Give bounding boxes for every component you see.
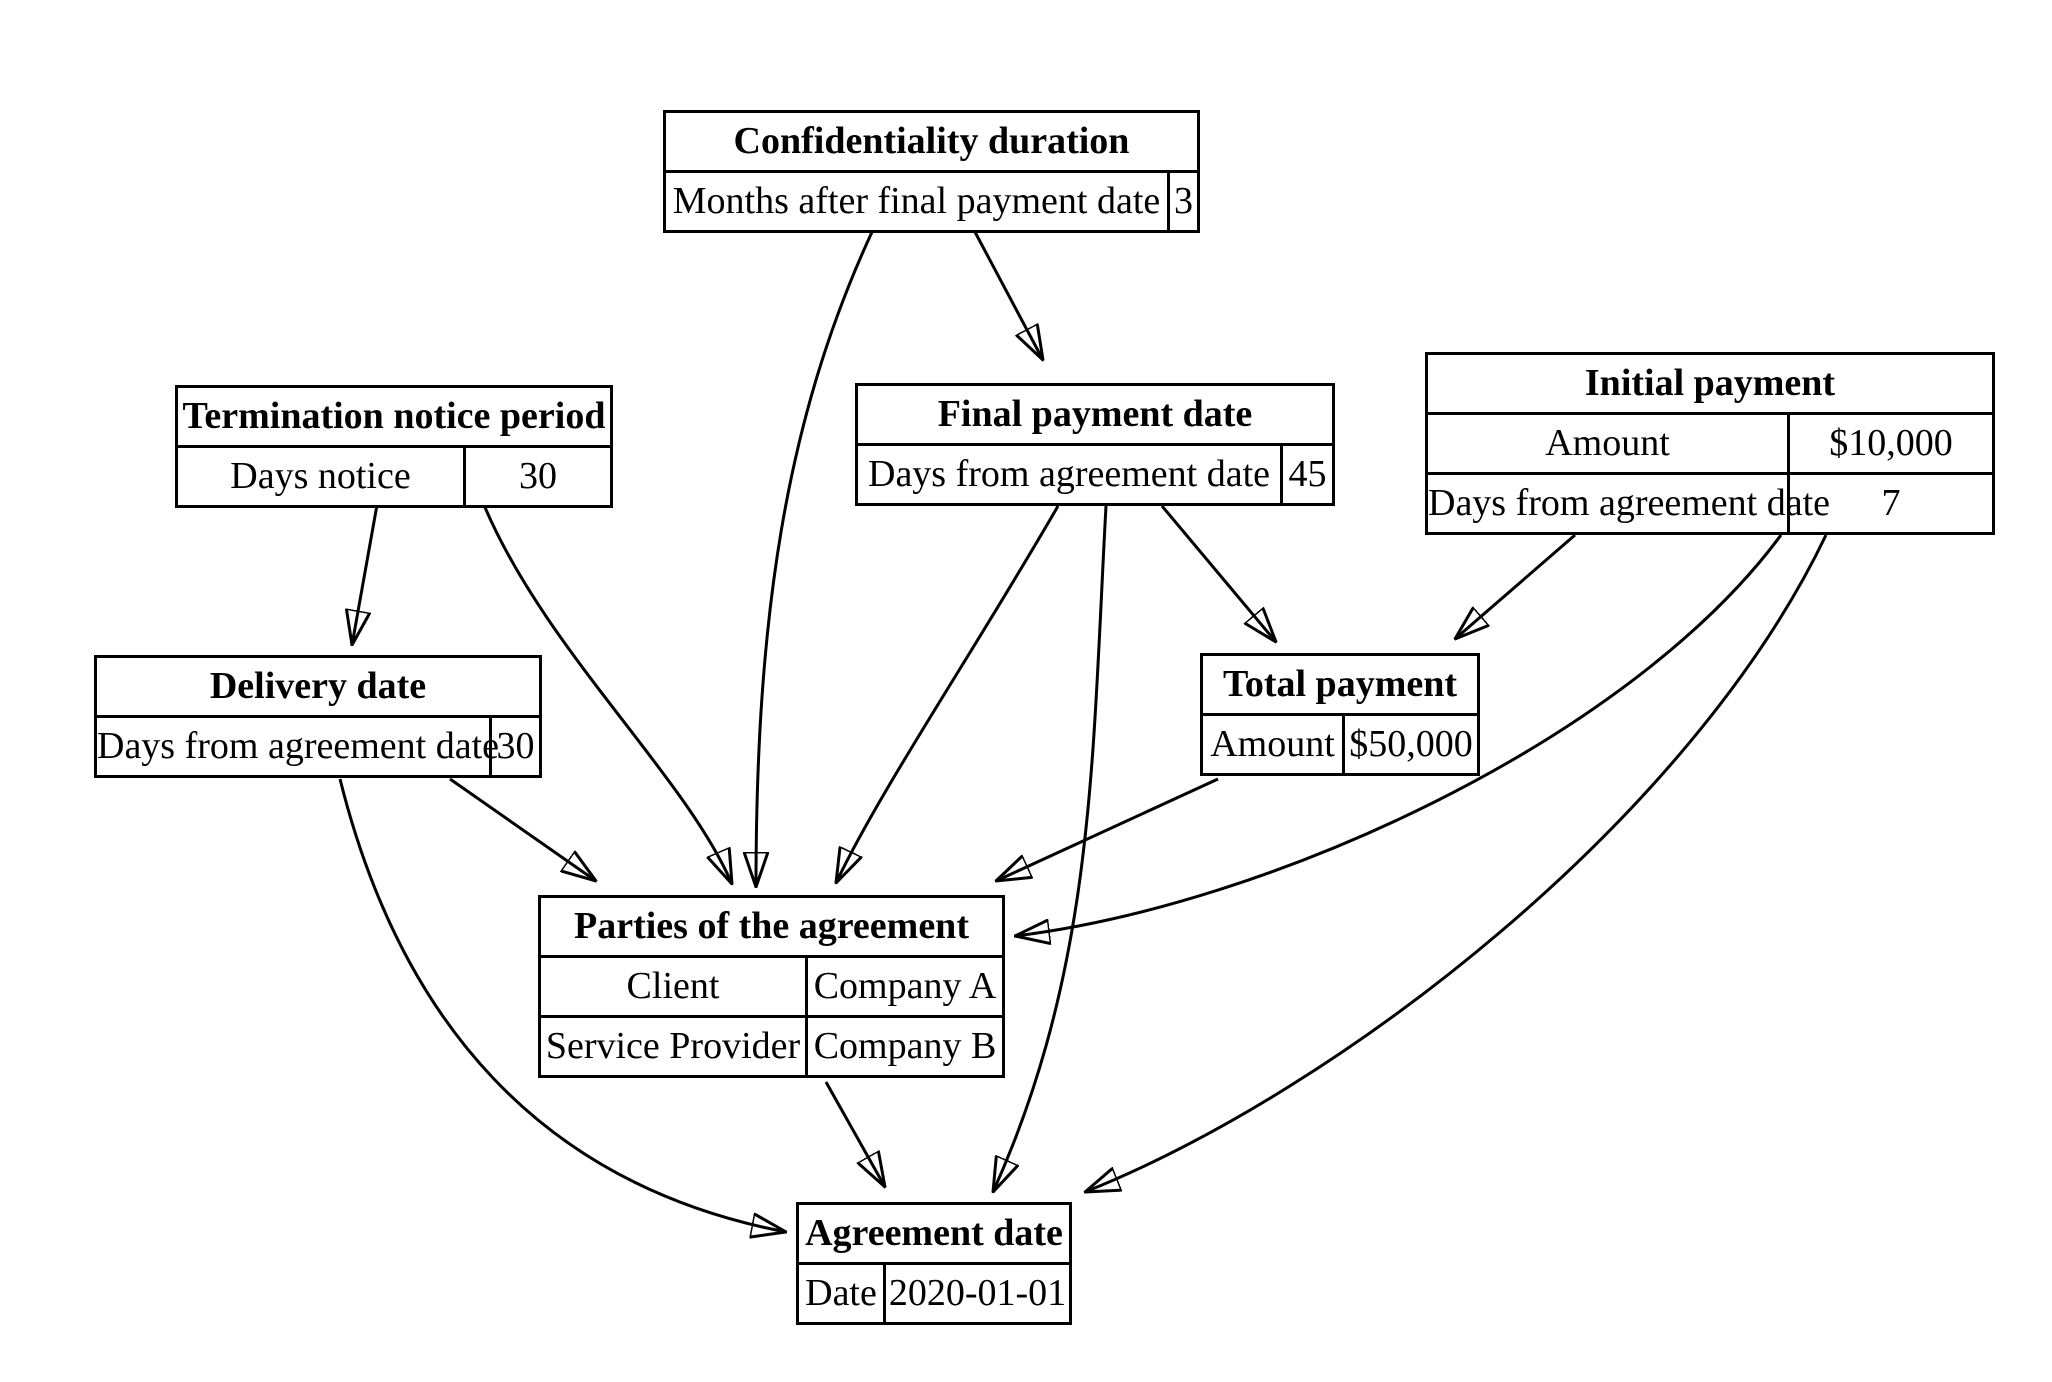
node-field-row: Days notice 30 bbox=[178, 448, 610, 505]
edge-initial-payment-to-agreement-date bbox=[1085, 534, 1828, 1192]
field-label: Service Provider bbox=[541, 1018, 808, 1075]
node-termination-notice-period: Termination notice period Days notice 30 bbox=[175, 385, 613, 508]
node-field-row: Service Provider Company B bbox=[541, 1015, 1002, 1075]
field-value: 30 bbox=[519, 455, 557, 497]
edge-termination-notice-period-to-parties bbox=[482, 504, 732, 884]
field-label: Date bbox=[799, 1265, 886, 1322]
edge-final-payment-date-to-parties bbox=[836, 505, 1060, 883]
field-label: Amount bbox=[1428, 415, 1790, 472]
node-field-row: Date 2020-01-01 bbox=[799, 1265, 1069, 1322]
node-field-row: Days from agreement date 30 bbox=[97, 718, 539, 775]
edge-initial-payment-to-total-payment bbox=[1455, 533, 1576, 639]
field-value: $10,000 bbox=[1829, 422, 1953, 464]
field-label: Months after final payment date bbox=[666, 173, 1170, 230]
edge-final-payment-date-to-total-payment bbox=[1160, 505, 1276, 642]
node-field-row: Days from agreement date 45 bbox=[858, 446, 1332, 503]
edge-confidentiality-duration-to-final-payment-date bbox=[973, 231, 1043, 360]
field-label: Client bbox=[541, 958, 808, 1015]
node-final-payment-date: Final payment date Days from agreement d… bbox=[855, 383, 1335, 506]
field-label: Days from agreement date bbox=[97, 718, 499, 775]
field-value: Company A bbox=[813, 965, 997, 1007]
edge-total-payment-to-parties bbox=[996, 777, 1219, 881]
field-value: 45 bbox=[1288, 453, 1327, 495]
field-label: Days notice bbox=[178, 448, 466, 505]
field-value: 2020-01-01 bbox=[888, 1272, 1067, 1314]
field-label: Days from agreement date bbox=[1428, 475, 1830, 532]
node-total-payment: Total payment Amount $50,000 bbox=[1200, 653, 1480, 776]
node-agreement-date: Agreement date Date 2020-01-01 bbox=[796, 1202, 1072, 1325]
edge-delivery-date-to-parties bbox=[449, 777, 596, 881]
node-title: Confidentiality duration bbox=[666, 113, 1197, 173]
field-value: 7 bbox=[1881, 482, 1901, 524]
edge-parties-to-agreement-date bbox=[824, 1081, 885, 1187]
field-value: 30 bbox=[496, 725, 535, 767]
node-field-row: Amount $10,000 bbox=[1428, 415, 1992, 472]
node-title: Termination notice period bbox=[178, 388, 610, 448]
field-value: $50,000 bbox=[1349, 723, 1473, 765]
node-initial-payment: Initial payment Amount $10,000 Days from… bbox=[1425, 352, 1995, 535]
field-value: 3 bbox=[1174, 180, 1193, 222]
node-title: Total payment bbox=[1203, 656, 1477, 716]
edge-final-payment-date-to-agreement-date bbox=[993, 505, 1108, 1192]
node-field-row: Amount $50,000 bbox=[1203, 716, 1477, 773]
field-value: Company B bbox=[813, 1025, 997, 1067]
node-title: Delivery date bbox=[97, 658, 539, 718]
edge-termination-notice-period-to-delivery-date bbox=[352, 504, 379, 645]
field-label: Amount bbox=[1203, 716, 1345, 773]
edge-confidentiality-duration-to-parties bbox=[756, 231, 874, 887]
edge-initial-payment-to-parties bbox=[1015, 534, 1783, 936]
node-field-row: Months after final payment date 3 bbox=[666, 173, 1197, 230]
node-title: Agreement date bbox=[799, 1205, 1069, 1265]
node-title: Final payment date bbox=[858, 386, 1332, 446]
node-title: Initial payment bbox=[1428, 355, 1992, 415]
node-confidentiality-duration: Confidentiality duration Months after fi… bbox=[663, 110, 1200, 233]
node-title: Parties of the agreement bbox=[541, 898, 1002, 958]
field-label: Days from agreement date bbox=[858, 446, 1283, 503]
node-field-row: Client Company A bbox=[541, 958, 1002, 1015]
node-parties-of-the-agreement: Parties of the agreement Client Company … bbox=[538, 895, 1005, 1078]
node-field-row: Days from agreement date 7 bbox=[1428, 472, 1992, 532]
node-delivery-date: Delivery date Days from agreement date 3… bbox=[94, 655, 542, 778]
edge-delivery-date-to-agreement-date bbox=[338, 778, 786, 1232]
